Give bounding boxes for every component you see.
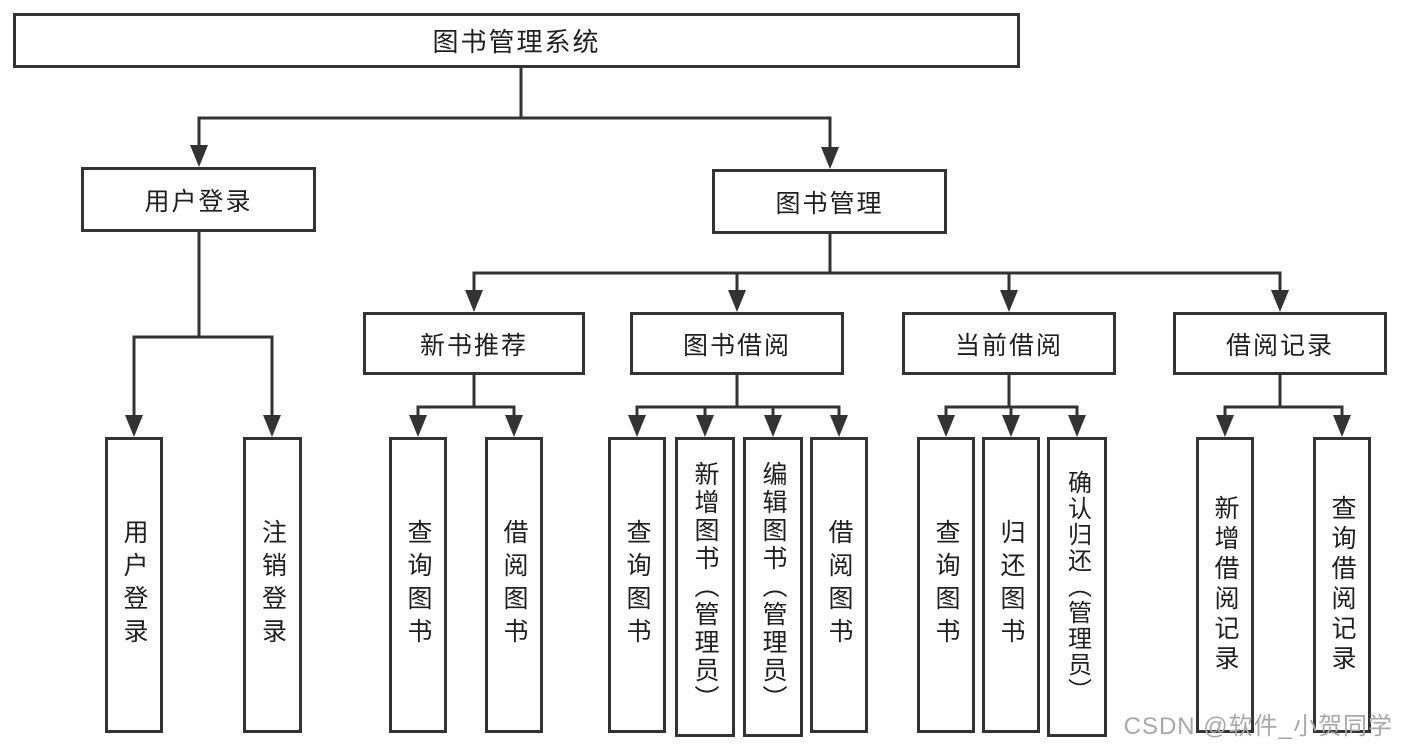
node-book-borrowing-label: 图书借阅 bbox=[682, 331, 791, 360]
node-user-login-group-label: 用户登录 bbox=[144, 187, 253, 216]
leaf-cb-return-books-label: 归还图书 bbox=[997, 519, 1025, 651]
leaf-bb-borrow-books: 借阅图书 bbox=[810, 437, 868, 733]
node-new-book-recommendation-label: 新书推荐 bbox=[419, 331, 528, 360]
leaf-br-add-record-label: 新增借阅记录 bbox=[1211, 495, 1239, 675]
node-borrowing-records-label: 借阅记录 bbox=[1225, 331, 1334, 360]
node-borrowing-records: 借阅记录 bbox=[1173, 312, 1387, 375]
leaf-user-login-label: 用户登录 bbox=[120, 519, 148, 651]
csdn-watermark: CSDN @软件_小贺同学 bbox=[1123, 713, 1393, 740]
leaf-logout-label: 注销登录 bbox=[258, 519, 287, 651]
leaf-nb-query-books-label: 查询图书 bbox=[404, 519, 432, 651]
node-library-management-system-label: 图书管理系统 bbox=[432, 27, 601, 57]
node-library-management-system: 图书管理系统 bbox=[13, 13, 1020, 68]
node-current-borrowing: 当前借阅 bbox=[902, 312, 1116, 375]
leaf-cb-confirm-return-admin-label: 确认归还（管理员） bbox=[1063, 470, 1091, 704]
leaf-bb-edit-books-admin-label: 编辑图书（管理员） bbox=[759, 461, 787, 713]
leaf-br-query-record-label: 查询借阅记录 bbox=[1328, 495, 1356, 675]
leaf-cb-query-books: 查询图书 bbox=[917, 437, 975, 733]
leaf-br-add-record: 新增借阅记录 bbox=[1196, 437, 1254, 733]
leaf-bb-add-books-admin: 新增图书（管理员） bbox=[675, 437, 735, 737]
leaf-logout: 注销登录 bbox=[243, 437, 302, 733]
leaf-nb-borrow-books: 借阅图书 bbox=[485, 437, 543, 733]
node-book-borrowing: 图书借阅 bbox=[630, 312, 844, 375]
leaf-cb-return-books: 归还图书 bbox=[982, 437, 1040, 733]
leaf-user-login: 用户登录 bbox=[105, 437, 163, 733]
leaf-bb-query-books-label: 查询图书 bbox=[623, 519, 651, 651]
leaf-bb-edit-books-admin: 编辑图书（管理员） bbox=[743, 437, 803, 737]
node-book-management: 图书管理 bbox=[712, 169, 947, 234]
leaf-cb-query-books-label: 查询图书 bbox=[932, 519, 960, 651]
node-book-management-label: 图书管理 bbox=[775, 189, 884, 218]
leaf-nb-borrow-books-label: 借阅图书 bbox=[500, 519, 528, 651]
node-current-borrowing-label: 当前借阅 bbox=[954, 331, 1063, 360]
leaf-bb-add-books-admin-label: 新增图书（管理员） bbox=[691, 461, 719, 713]
leaf-nb-query-books: 查询图书 bbox=[389, 437, 447, 733]
node-user-login-group: 用户登录 bbox=[81, 167, 316, 232]
node-new-book-recommendation: 新书推荐 bbox=[363, 312, 585, 375]
leaf-bb-borrow-books-label: 借阅图书 bbox=[825, 519, 853, 651]
leaf-bb-query-books: 查询图书 bbox=[608, 437, 666, 733]
leaf-br-query-record: 查询借阅记录 bbox=[1313, 437, 1371, 733]
leaf-cb-confirm-return-admin: 确认归还（管理员） bbox=[1047, 437, 1107, 737]
